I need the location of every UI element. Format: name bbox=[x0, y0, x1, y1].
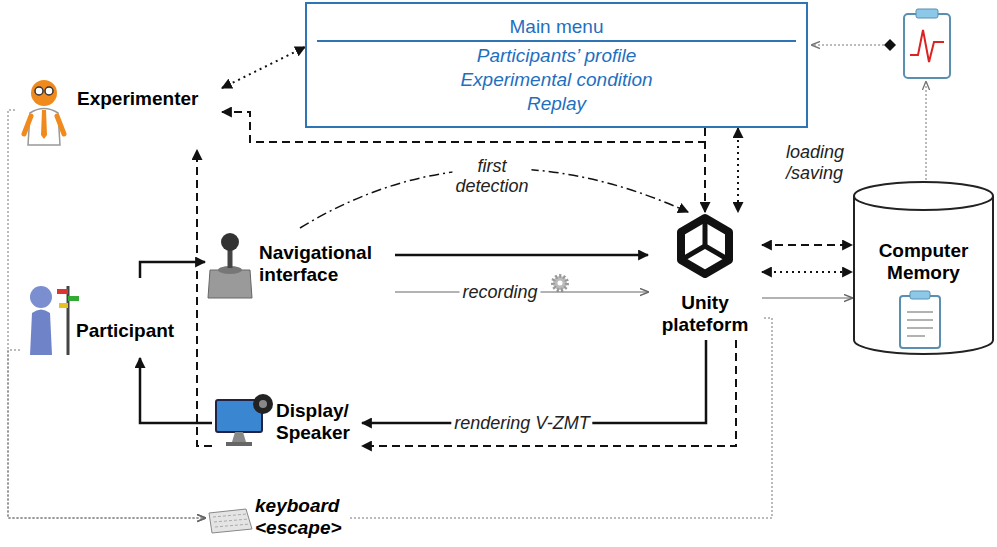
connector bbox=[222, 47, 305, 88]
connector bbox=[8, 350, 205, 518]
edge-label: rendering V-ZMT bbox=[451, 413, 592, 433]
node-label: Display/ Speaker bbox=[276, 400, 350, 444]
node-label: Main menu bbox=[317, 15, 796, 42]
device-node: Navigational interface bbox=[205, 228, 395, 300]
edge-label: recording bbox=[459, 282, 540, 302]
menu-item: Experimental condition bbox=[317, 68, 796, 92]
unity-logo bbox=[681, 218, 729, 274]
results-document-icon bbox=[904, 9, 950, 78]
menu-item: Replay bbox=[317, 92, 796, 116]
saving-link bbox=[926, 82, 927, 180]
edge-label: first detection bbox=[452, 156, 531, 196]
connector bbox=[762, 244, 852, 246]
diamond-marker bbox=[884, 39, 896, 51]
connector bbox=[8, 110, 205, 518]
memory-cylinder: Computer Memory bbox=[852, 180, 995, 356]
joystick-icon bbox=[208, 233, 252, 298]
actor-node: Participant bbox=[20, 278, 188, 358]
device-node: Display/ Speaker bbox=[212, 390, 362, 454]
node-label: Navigational interface bbox=[259, 242, 372, 286]
menu-item: Participants’ profile bbox=[317, 44, 796, 68]
gear-icon bbox=[553, 276, 567, 290]
connector bbox=[762, 298, 852, 299]
keyboard-icon bbox=[209, 509, 252, 533]
connector bbox=[737, 128, 739, 212]
connector bbox=[704, 128, 706, 212]
connector bbox=[762, 271, 852, 273]
node-label: Participant bbox=[76, 320, 184, 342]
connector bbox=[197, 150, 212, 446]
connector bbox=[395, 254, 648, 257]
replay-link bbox=[812, 45, 884, 46]
platform-node: Unity plateform bbox=[648, 212, 762, 340]
note-label: loading /saving bbox=[786, 142, 844, 184]
node-label: Computer Memory bbox=[879, 240, 969, 284]
menu-box: Main menuParticipants’ profileExperiment… bbox=[305, 2, 808, 128]
node-label: Experimenter bbox=[77, 88, 218, 110]
experimenter-icon bbox=[24, 80, 64, 145]
node-label: Unity plateform bbox=[662, 292, 749, 336]
actor-node: Experimenter bbox=[15, 70, 222, 150]
participant-icon bbox=[30, 286, 79, 355]
connector bbox=[362, 340, 706, 423]
device-node: keyboard <escape> bbox=[205, 488, 350, 546]
connector bbox=[140, 358, 212, 423]
connector bbox=[140, 262, 205, 278]
node-label: keyboard <escape> bbox=[255, 495, 342, 539]
connector bbox=[362, 340, 736, 446]
connector bbox=[350, 318, 772, 518]
display-icon bbox=[216, 394, 273, 446]
